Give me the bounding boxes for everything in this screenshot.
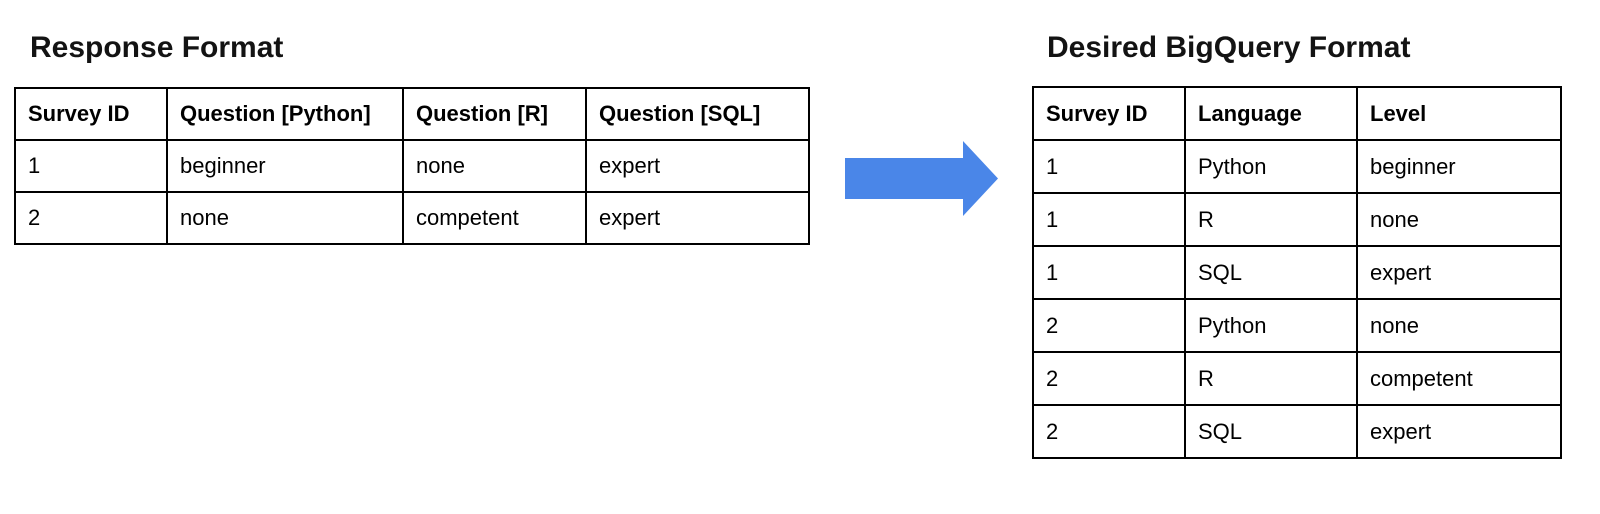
table-cell: competent — [1356, 351, 1562, 406]
table-cell: none — [402, 139, 587, 193]
table-cell: 1 — [1032, 192, 1186, 247]
table-cell: none — [1356, 192, 1562, 247]
table-cell: expert — [585, 139, 810, 193]
table-cell: R — [1184, 351, 1358, 406]
table-cell: expert — [585, 191, 810, 245]
table-cell: beginner — [1356, 139, 1562, 194]
response-format-title: Response Format — [30, 31, 284, 64]
right-arrow-icon — [845, 141, 998, 216]
table-cell: SQL — [1184, 404, 1358, 459]
table-cell: expert — [1356, 245, 1562, 300]
table-cell: 1 — [1032, 139, 1186, 194]
table-cell: 2 — [1032, 404, 1186, 459]
column-header: Question [Python] — [166, 87, 404, 141]
bigquery-format-title: Desired BigQuery Format — [1047, 31, 1411, 64]
table-cell: expert — [1356, 404, 1562, 459]
column-header: Question [R] — [402, 87, 587, 141]
table-cell: SQL — [1184, 245, 1358, 300]
table-cell: competent — [402, 191, 587, 245]
table-cell: beginner — [166, 139, 404, 193]
column-header: Question [SQL] — [585, 87, 810, 141]
table-cell: R — [1184, 192, 1358, 247]
table-cell: none — [1356, 298, 1562, 353]
table-cell: none — [166, 191, 404, 245]
column-header: Survey ID — [1032, 86, 1186, 141]
column-header: Level — [1356, 86, 1562, 141]
table-cell: Python — [1184, 298, 1358, 353]
table-cell: 1 — [1032, 245, 1186, 300]
column-header: Survey ID — [14, 87, 168, 141]
transform-arrow — [845, 141, 998, 216]
table-cell: 2 — [14, 191, 168, 245]
column-header: Language — [1184, 86, 1358, 141]
table-cell: 1 — [14, 139, 168, 193]
table-cell: 2 — [1032, 351, 1186, 406]
table-cell: 2 — [1032, 298, 1186, 353]
table-cell: Python — [1184, 139, 1358, 194]
